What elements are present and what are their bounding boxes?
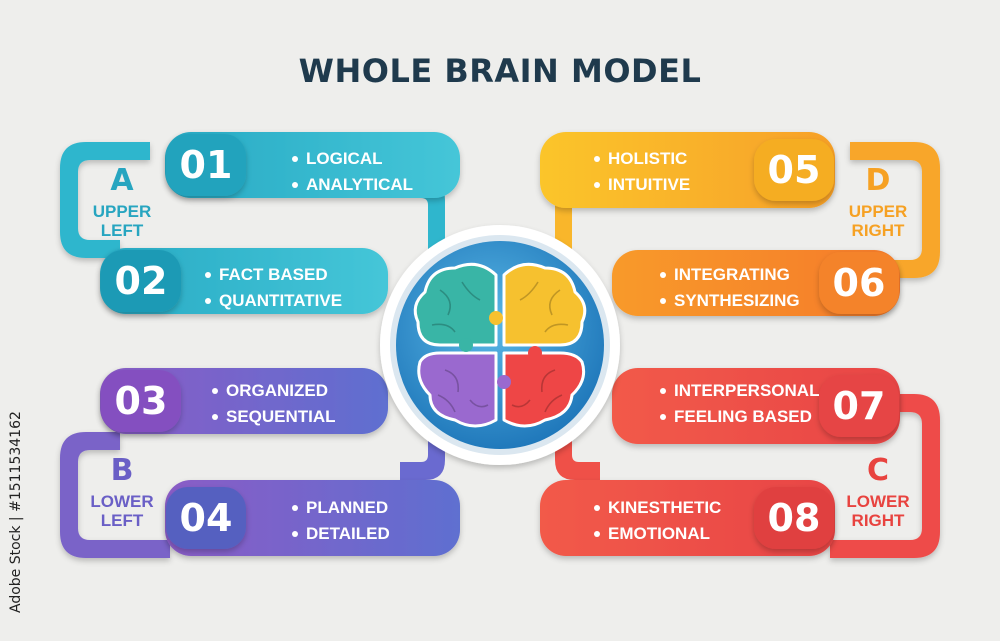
quadrant-d-letter: D (865, 163, 891, 198)
center-brain (380, 225, 620, 465)
badge-02 (101, 250, 181, 312)
upper-left-group (60, 132, 460, 314)
badge-08 (754, 487, 834, 549)
step-03-item-1: ORGANIZED (212, 378, 328, 404)
step-07-number: 07 (832, 384, 886, 428)
step-05-item-1: HOLISTIC (594, 146, 687, 172)
brain-folds (431, 281, 569, 413)
badge-04 (166, 487, 246, 549)
step-05-item-2: INTUITIVE (594, 172, 690, 198)
step-06-item-1: INTEGRATING (660, 262, 790, 288)
step-04-number: 04 (179, 496, 233, 540)
quadrant-c-letter: C (866, 453, 890, 488)
page-title: WHOLE BRAIN MODEL (298, 52, 702, 90)
step-08-number: 08 (767, 496, 821, 540)
step-08-item-1: KINESTHETIC (594, 495, 721, 521)
step-05-number: 05 (767, 148, 821, 192)
upper-right-group (540, 132, 940, 316)
step-04-item-2: DETAILED (292, 521, 390, 547)
badge-06 (819, 252, 899, 314)
step-02-item-1: FACT BASED (205, 262, 328, 288)
step-03-item-2: SEQUENTIAL (212, 404, 336, 430)
lower-left-group (60, 368, 460, 558)
step-01-item-1: LOGICAL (292, 146, 383, 172)
step-03-number: 03 (114, 379, 168, 423)
step-06-item-2: SYNTHESIZING (660, 288, 800, 314)
step-01-item-2: ANALYTICAL (292, 172, 413, 198)
step-02-number: 02 (114, 259, 168, 303)
upper-right-frame (850, 142, 940, 278)
center-circle (396, 241, 604, 449)
badge-07 (819, 375, 899, 437)
lower-right-frame (830, 394, 940, 558)
upper-left-frame (60, 142, 150, 258)
step-02-item-2: QUANTITATIVE (205, 288, 342, 314)
quadrant-b-letter: B (110, 453, 134, 488)
brain-puzzle-icon (413, 262, 587, 428)
step-07-item-1: INTERPERSONAL (660, 378, 819, 404)
step-07-item-2: FEELING BASED (660, 404, 812, 430)
quadrant-a-letter: A (110, 163, 134, 198)
lower-left-frame (60, 432, 170, 558)
stock-watermark: Adobe Stock | #1511534162 (8, 411, 24, 613)
badge-05 (754, 139, 834, 201)
badge-03 (101, 370, 181, 432)
badge-01 (166, 134, 246, 196)
step-01-number: 01 (179, 143, 233, 187)
step-06-number: 06 (832, 261, 886, 305)
step-08-item-2: EMOTIONAL (594, 521, 710, 547)
step-04-item-1: PLANNED (292, 495, 388, 521)
